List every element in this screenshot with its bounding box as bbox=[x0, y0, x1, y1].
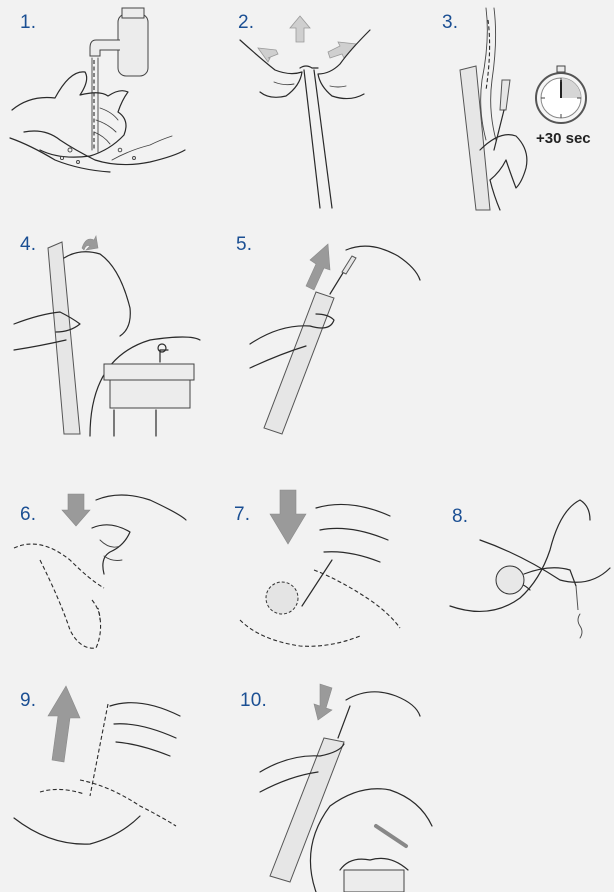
step-3-panel: 3. +30 sec bbox=[430, 0, 614, 215]
step-7-panel: 7. bbox=[220, 480, 430, 665]
step-6-panel: 6. bbox=[0, 480, 200, 665]
open-package-illustration bbox=[220, 0, 420, 215]
hang-catheter-illustration bbox=[0, 228, 200, 443]
step-8-panel: 8. bbox=[440, 480, 614, 665]
step-4-panel: 4. bbox=[0, 228, 200, 443]
step-2-panel: 2. bbox=[220, 0, 420, 215]
step-1-panel: 1. bbox=[0, 0, 200, 215]
dispose-catheter-illustration bbox=[220, 676, 434, 892]
remove-catheter-illustration bbox=[220, 228, 420, 443]
withdraw-catheter-illustration bbox=[0, 676, 210, 861]
hand-washing-illustration bbox=[0, 0, 200, 215]
step-5-panel: 5. bbox=[220, 228, 420, 443]
step-10-panel: 10. bbox=[220, 676, 434, 892]
step-9-panel: 9. bbox=[0, 676, 210, 861]
position-penis-illustration bbox=[0, 480, 200, 665]
timer-label: +30 sec bbox=[536, 130, 591, 147]
urine-drainage-illustration bbox=[440, 480, 614, 665]
insert-catheter-illustration bbox=[220, 480, 430, 665]
stopwatch-icon bbox=[430, 0, 614, 215]
